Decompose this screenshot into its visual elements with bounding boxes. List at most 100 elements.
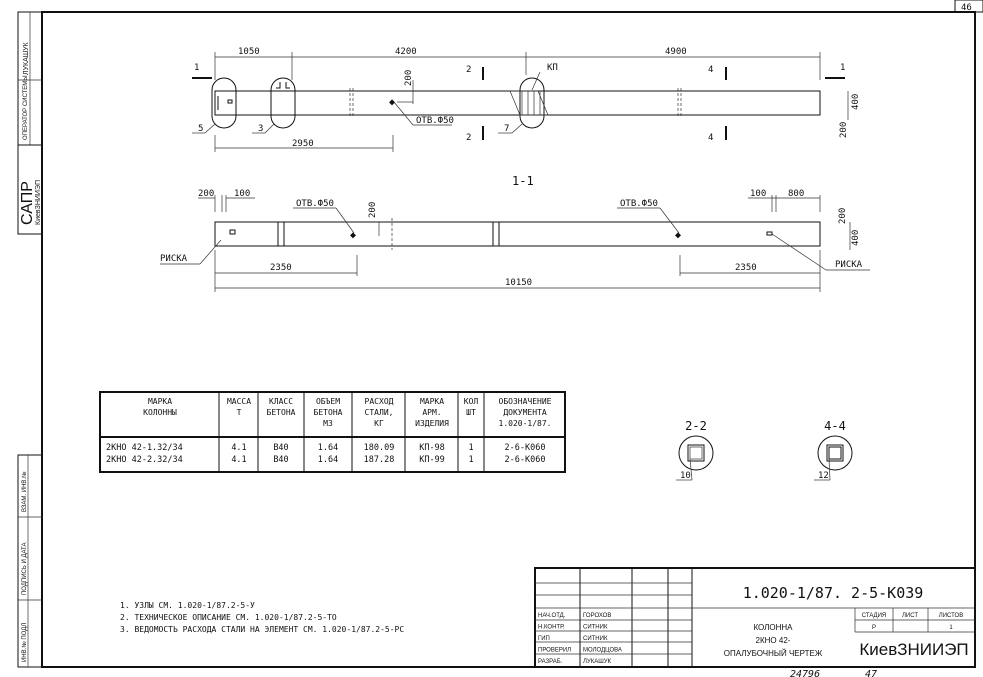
table-header: КЛАСС	[269, 397, 293, 406]
table-cell: B40	[273, 443, 288, 453]
callout-3: 3	[258, 124, 263, 134]
section-mark-2-bottom: 2	[466, 133, 471, 143]
org-short: САПР	[19, 181, 36, 225]
table-cell: 4.1	[231, 455, 246, 465]
dim-200-section-right: 200	[838, 208, 848, 224]
role-label: РАЗРАБ.	[538, 659, 563, 665]
role-label: Н.КОНТР.	[538, 625, 565, 631]
dim-2350-left: 2350	[270, 263, 292, 273]
table-header: АРМ.	[422, 408, 441, 417]
table-cell: 187.28	[364, 455, 395, 465]
node-callout-7	[519, 77, 545, 129]
table-cell: 4.1	[231, 443, 246, 453]
table-cell: КП-98	[419, 443, 445, 453]
note-1: 1. УЗЛЫ СМ. 1.020-1/87.2-5-У	[120, 601, 255, 610]
dim-800: 800	[788, 189, 804, 199]
table-header: РАСХОД	[365, 397, 394, 406]
plan-view: 1050 4200 4900 5 3 7 КП ◆ ОТВ.Ф50 200 29…	[192, 47, 861, 152]
table-header: КОЛ	[464, 397, 479, 406]
table-header: ДОКУМЕНТА	[503, 408, 547, 417]
sheet-corner-number: 46	[961, 3, 972, 13]
page-number: 47	[865, 669, 877, 677]
hole-marker-right: ◆	[675, 230, 681, 241]
table-cell: 1	[468, 455, 473, 465]
table-header: МАРКА	[148, 397, 172, 406]
dim-400-plan: 400	[851, 94, 861, 110]
corner-box	[954, 0, 983, 13]
role-name: ГОРОХОВ	[583, 613, 611, 619]
role-name: СИТНИК	[583, 636, 608, 642]
dim-1050: 1050	[238, 47, 260, 57]
table-header: МАССА	[227, 397, 251, 406]
operator-name: ЛУКАШУК	[23, 41, 30, 75]
notes: 1. УЗЛЫ СМ. 1.020-1/87.2-5-У 2. ТЕХНИЧЕС…	[120, 601, 404, 634]
dim-200-plan-right: 200	[839, 122, 849, 138]
doc-number: 1.020-1/87. 2-5-К039	[743, 584, 924, 602]
sheets-label: ЛИСТОВ	[939, 613, 963, 619]
role-name: СИТНИК	[583, 625, 608, 631]
note-2: 2. ТЕХНИЧЕСКОЕ ОПИСАНИЕ СМ. 1.020-1/87.2…	[120, 613, 337, 622]
table-cell: 2КНО 42-2.32/34	[106, 455, 183, 465]
table-header: 1.020-1/87.	[499, 419, 552, 428]
table-cell: B40	[273, 455, 288, 465]
hole-marker-left: ◆	[350, 230, 356, 241]
dim-4900: 4900	[665, 47, 687, 57]
dim-100-right: 100	[750, 189, 766, 199]
table-cell: 1	[468, 443, 473, 453]
table-cell: 180.09	[364, 443, 395, 453]
table-header: СТАЛИ,	[365, 408, 394, 417]
dim-10150: 10150	[505, 278, 532, 288]
hole-label-right: ОТВ.Ф50	[620, 199, 658, 209]
table-header: Т	[237, 408, 242, 417]
table-header: ИЗДЕЛИЯ	[415, 419, 449, 428]
hole-label-left: ОТВ.Ф50	[296, 199, 334, 209]
hole-marker: ◆	[389, 97, 395, 108]
section-1-1-view: 1-1 200 100 100 800 ◆ ОТВ.Ф50 200 ◆ ОТВ.…	[160, 174, 870, 292]
side-stamp-top: ЛУКАШУК ОПЕРАТОР СИСТЕМЫ САПР КиевЗНИИЭП	[17, 11, 43, 235]
column-plan-outline	[214, 90, 821, 116]
table-cell: 1.64	[318, 443, 338, 453]
stage-label: СТАДИЯ	[862, 613, 887, 619]
inv-podl-label: ИНВ.№ ПОДЛ	[21, 623, 28, 662]
note-3: 3. ВЕДОМОСТЬ РАСХОДА СТАЛИ НА ЭЛЕМЕНТ СМ…	[120, 625, 404, 634]
table-header: М3	[323, 419, 333, 428]
dim-4200: 4200	[395, 47, 417, 57]
table-cell: 2-6-К060	[505, 455, 546, 465]
section-mark-1-right: 1	[840, 63, 845, 73]
dim-200-plan: 200	[404, 70, 414, 86]
table-cell: 2-6-К060	[505, 443, 546, 453]
table-header: МАРКА	[420, 397, 444, 406]
section-mark-4-bottom: 4	[708, 133, 713, 143]
section-marks-plan: 1 1 2 2 4 4	[192, 63, 845, 143]
role-label: НАЧ.ОТД.	[538, 613, 566, 619]
table-header: ОБЪЕМ	[316, 397, 340, 406]
table-cell: 1.64	[318, 455, 338, 465]
table-header: БЕТОНА	[314, 408, 343, 417]
section-mark-2-top: 2	[466, 65, 471, 75]
callout-5: 5	[198, 124, 203, 134]
dim-200-left: 200	[198, 189, 214, 199]
section-2-2: 2-2 10	[676, 419, 714, 481]
column-schedule-table	[99, 391, 566, 473]
dim-400-section: 400	[851, 230, 861, 246]
role-label: ГИП	[538, 636, 550, 642]
sheets-value: 1	[949, 625, 953, 631]
sheet-frame	[41, 11, 976, 668]
section-mark-1-left: 1	[194, 63, 199, 73]
stage-value: Р	[872, 625, 876, 631]
dim-2350-right: 2350	[735, 263, 757, 273]
table-header: КОЛОННЫ	[143, 408, 177, 417]
dim-2950: 2950	[292, 139, 314, 149]
riska-label-left: РИСКА	[160, 254, 188, 264]
table-header: КГ	[374, 419, 384, 428]
column-elevation-outline	[214, 221, 821, 247]
section-1-1-title: 1-1	[512, 174, 534, 188]
node-callout-5	[211, 77, 237, 129]
table-cell: 2КНО 42-1.32/34	[106, 443, 183, 453]
section-2-2-title: 2-2	[685, 419, 707, 433]
sheet-label: ЛИСТ	[902, 613, 918, 619]
riska-label-right: РИСКА	[835, 260, 863, 270]
kp-label: КП	[547, 63, 558, 73]
section-mark-4-top: 4	[708, 65, 713, 75]
